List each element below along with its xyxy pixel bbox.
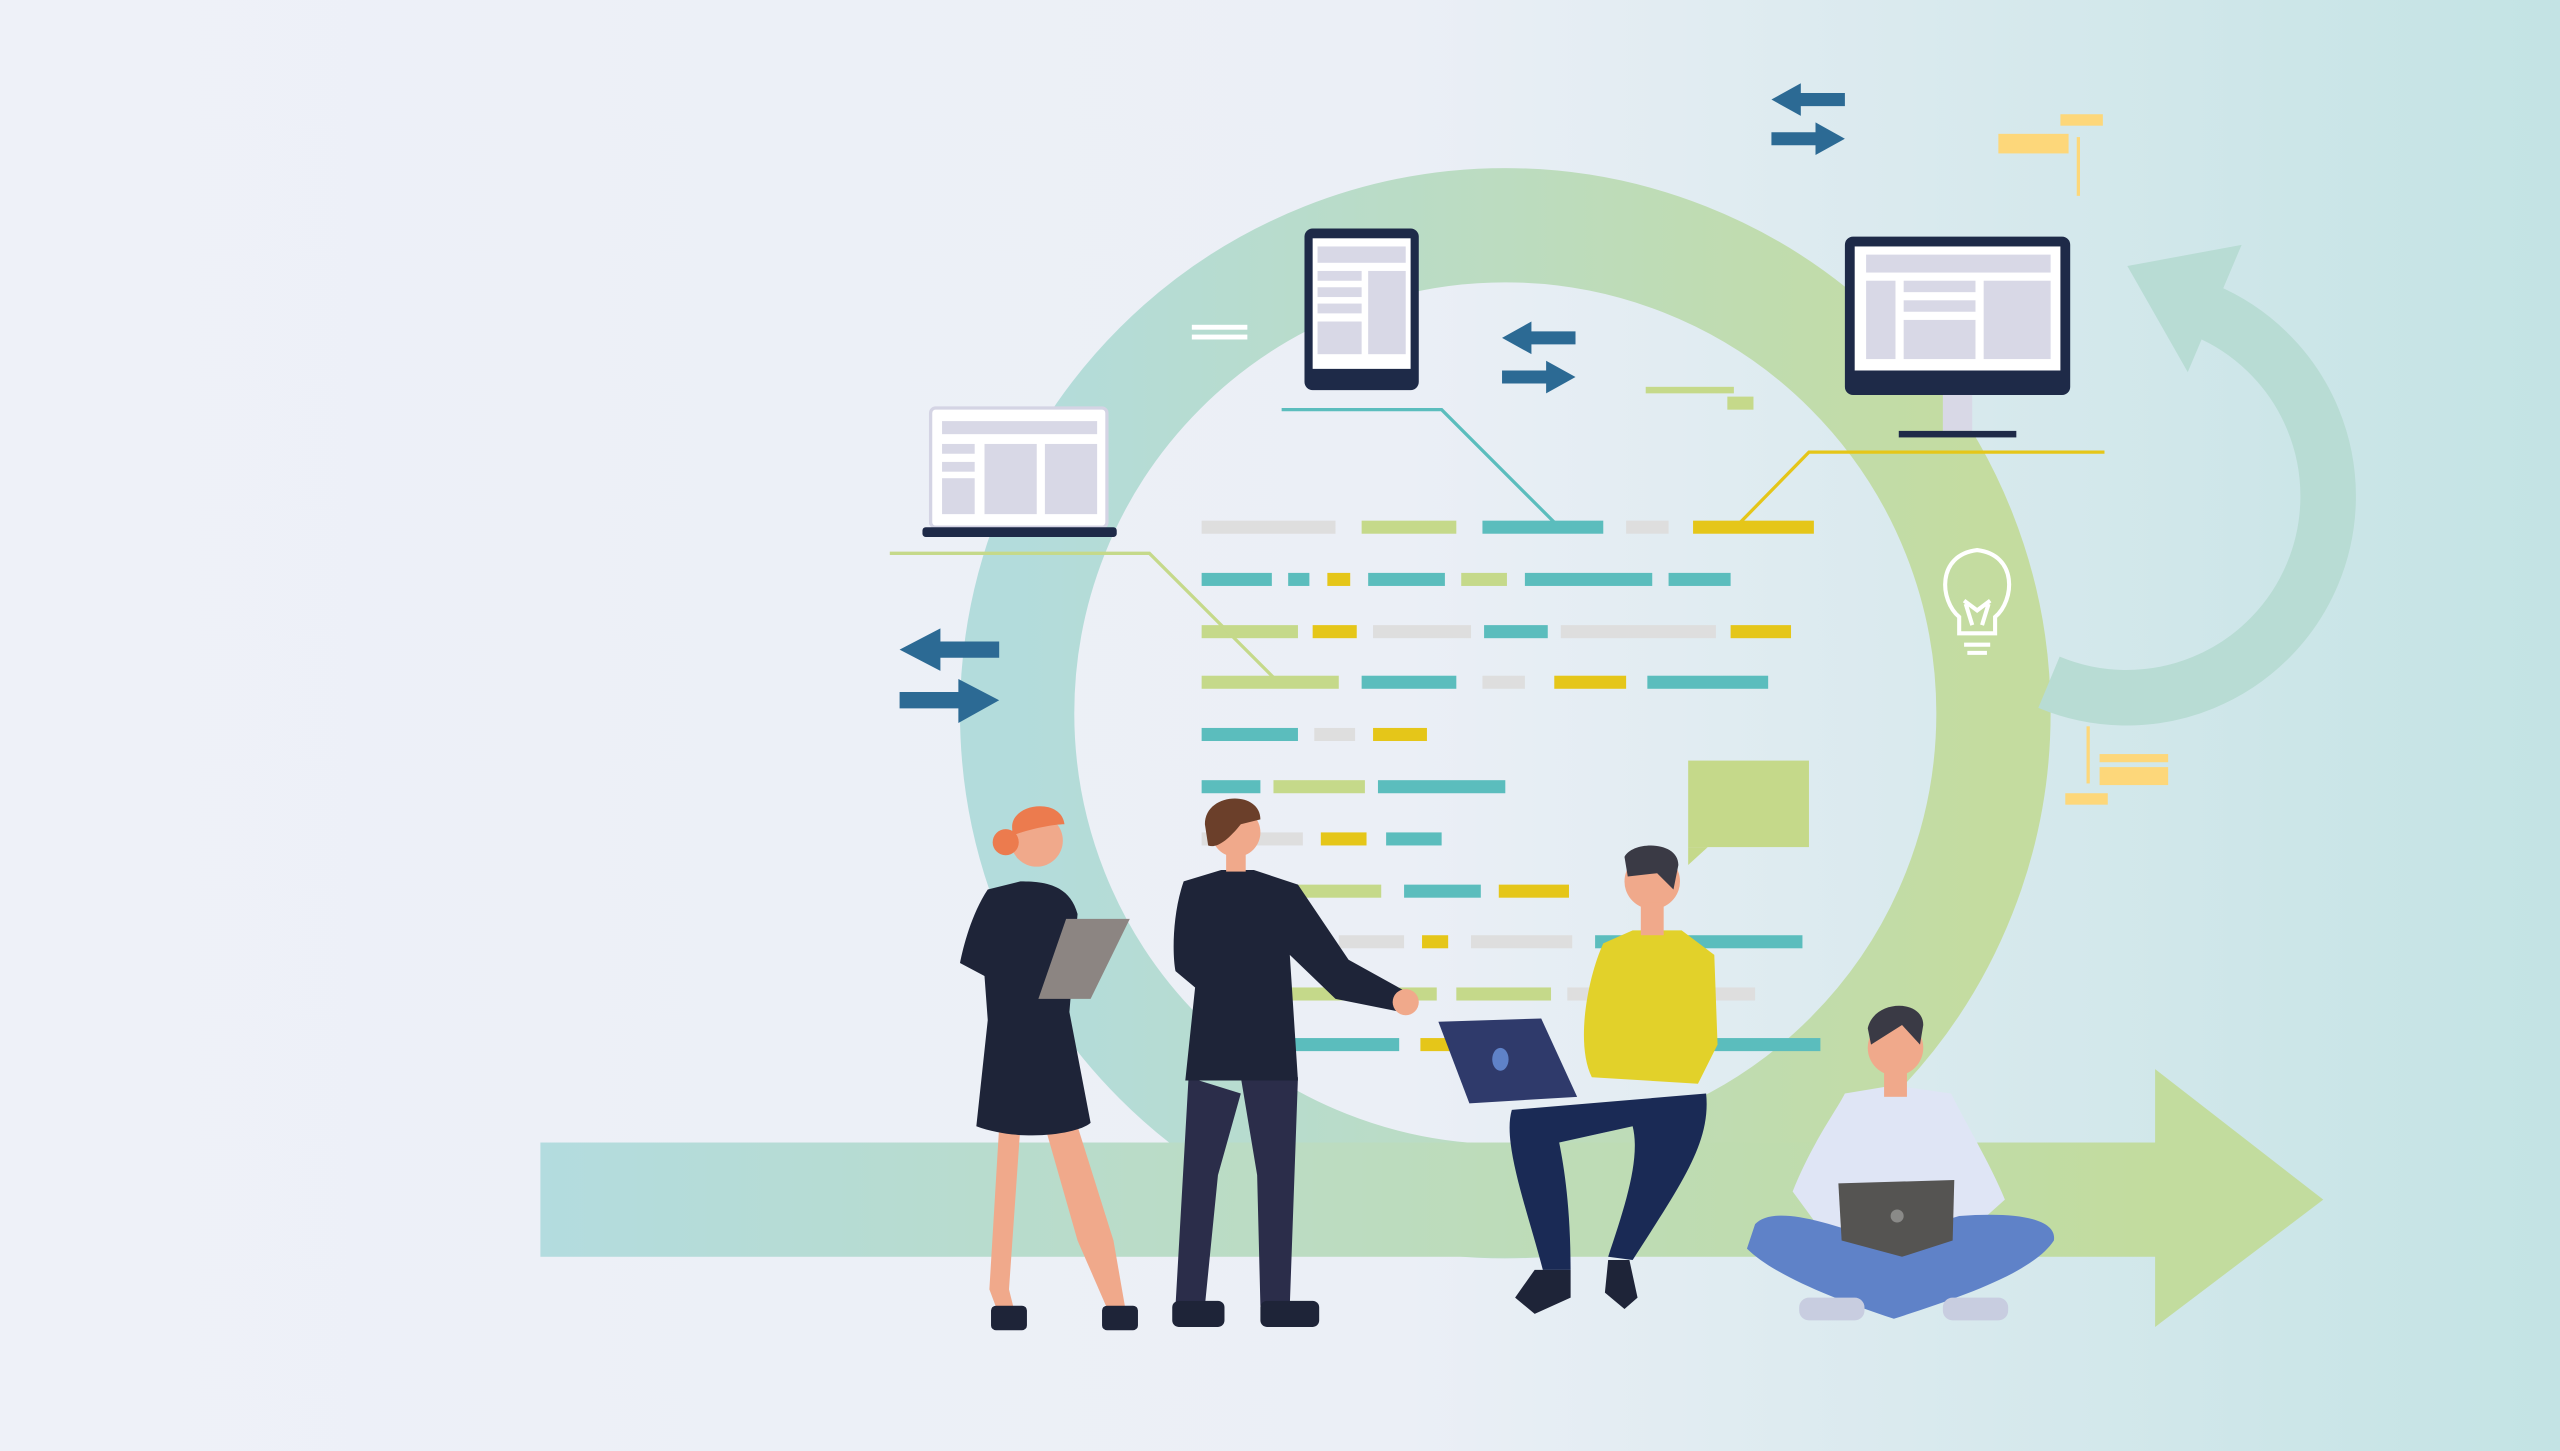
code-line-segment: [1201, 675, 1339, 689]
code-line-segment: [1327, 572, 1351, 586]
code-line-segment: [1368, 572, 1445, 586]
code-line-segment: [1626, 520, 1669, 534]
code-line-segment: [1289, 1038, 1400, 1052]
code-line-segment: [1560, 625, 1716, 639]
code-line-segment: [1377, 780, 1506, 794]
exchange-arrows-icon: [899, 83, 1845, 724]
man-standing-pointing: [1172, 798, 1419, 1327]
code-line-segment: [1320, 832, 1367, 846]
code-line-segment: [1484, 625, 1548, 639]
code-line-segment: [1706, 1038, 1821, 1052]
code-line-segment: [1373, 727, 1427, 742]
loop-arrow-icon: [2038, 244, 2356, 726]
code-line-segment: [1338, 935, 1405, 949]
code-line-segment: [1693, 520, 1814, 534]
code-line-segment: [1554, 675, 1627, 689]
code-line-segment: [1314, 727, 1356, 742]
code-line-segment: [1730, 625, 1792, 639]
code-line-segment: [1404, 884, 1481, 898]
code-line-segment: [1524, 572, 1653, 586]
man-sitting-with-laptop: [1438, 845, 1718, 1314]
man-cross-legged-with-laptop: [1746, 1005, 2055, 1321]
connector-lines: [889, 408, 2105, 679]
code-line-segment: [1201, 727, 1298, 742]
speech-bubble-icon: [1688, 760, 1809, 866]
code-line-segment: [1288, 572, 1310, 586]
code-line-segment: [1289, 884, 1382, 898]
code-line-segment: [1482, 520, 1604, 534]
code-line-segment: [1373, 625, 1472, 639]
code-line-segment: [1456, 987, 1552, 1001]
code-line-segment: [1361, 520, 1457, 534]
lightbulb-icon: [1943, 547, 2012, 655]
code-line-segment: [1647, 675, 1769, 689]
code-line-segment: [1668, 572, 1731, 586]
code-line-segment: [1471, 935, 1573, 949]
code-line-segment: [1498, 884, 1569, 898]
monitor-icon: [1844, 236, 2071, 438]
code-line-segment: [1201, 520, 1336, 534]
code-line-segment: [1361, 675, 1457, 689]
code-line-segment: [1482, 675, 1525, 689]
code-line-segment: [1201, 780, 1261, 794]
code-line-segment: [1422, 935, 1449, 949]
code-line-segment: [1461, 572, 1507, 586]
code-line-segment: [1273, 780, 1365, 794]
woman-with-tablet: [960, 806, 1138, 1331]
laptop-icon: [922, 406, 1117, 537]
code-line-segment: [1386, 832, 1442, 846]
code-line-segment: [1201, 572, 1272, 586]
code-line-segment: [1312, 625, 1357, 639]
code-line-segment: [1201, 625, 1298, 639]
tablet-icon: [1304, 228, 1419, 391]
decorative-marks: [1191, 114, 2169, 805]
